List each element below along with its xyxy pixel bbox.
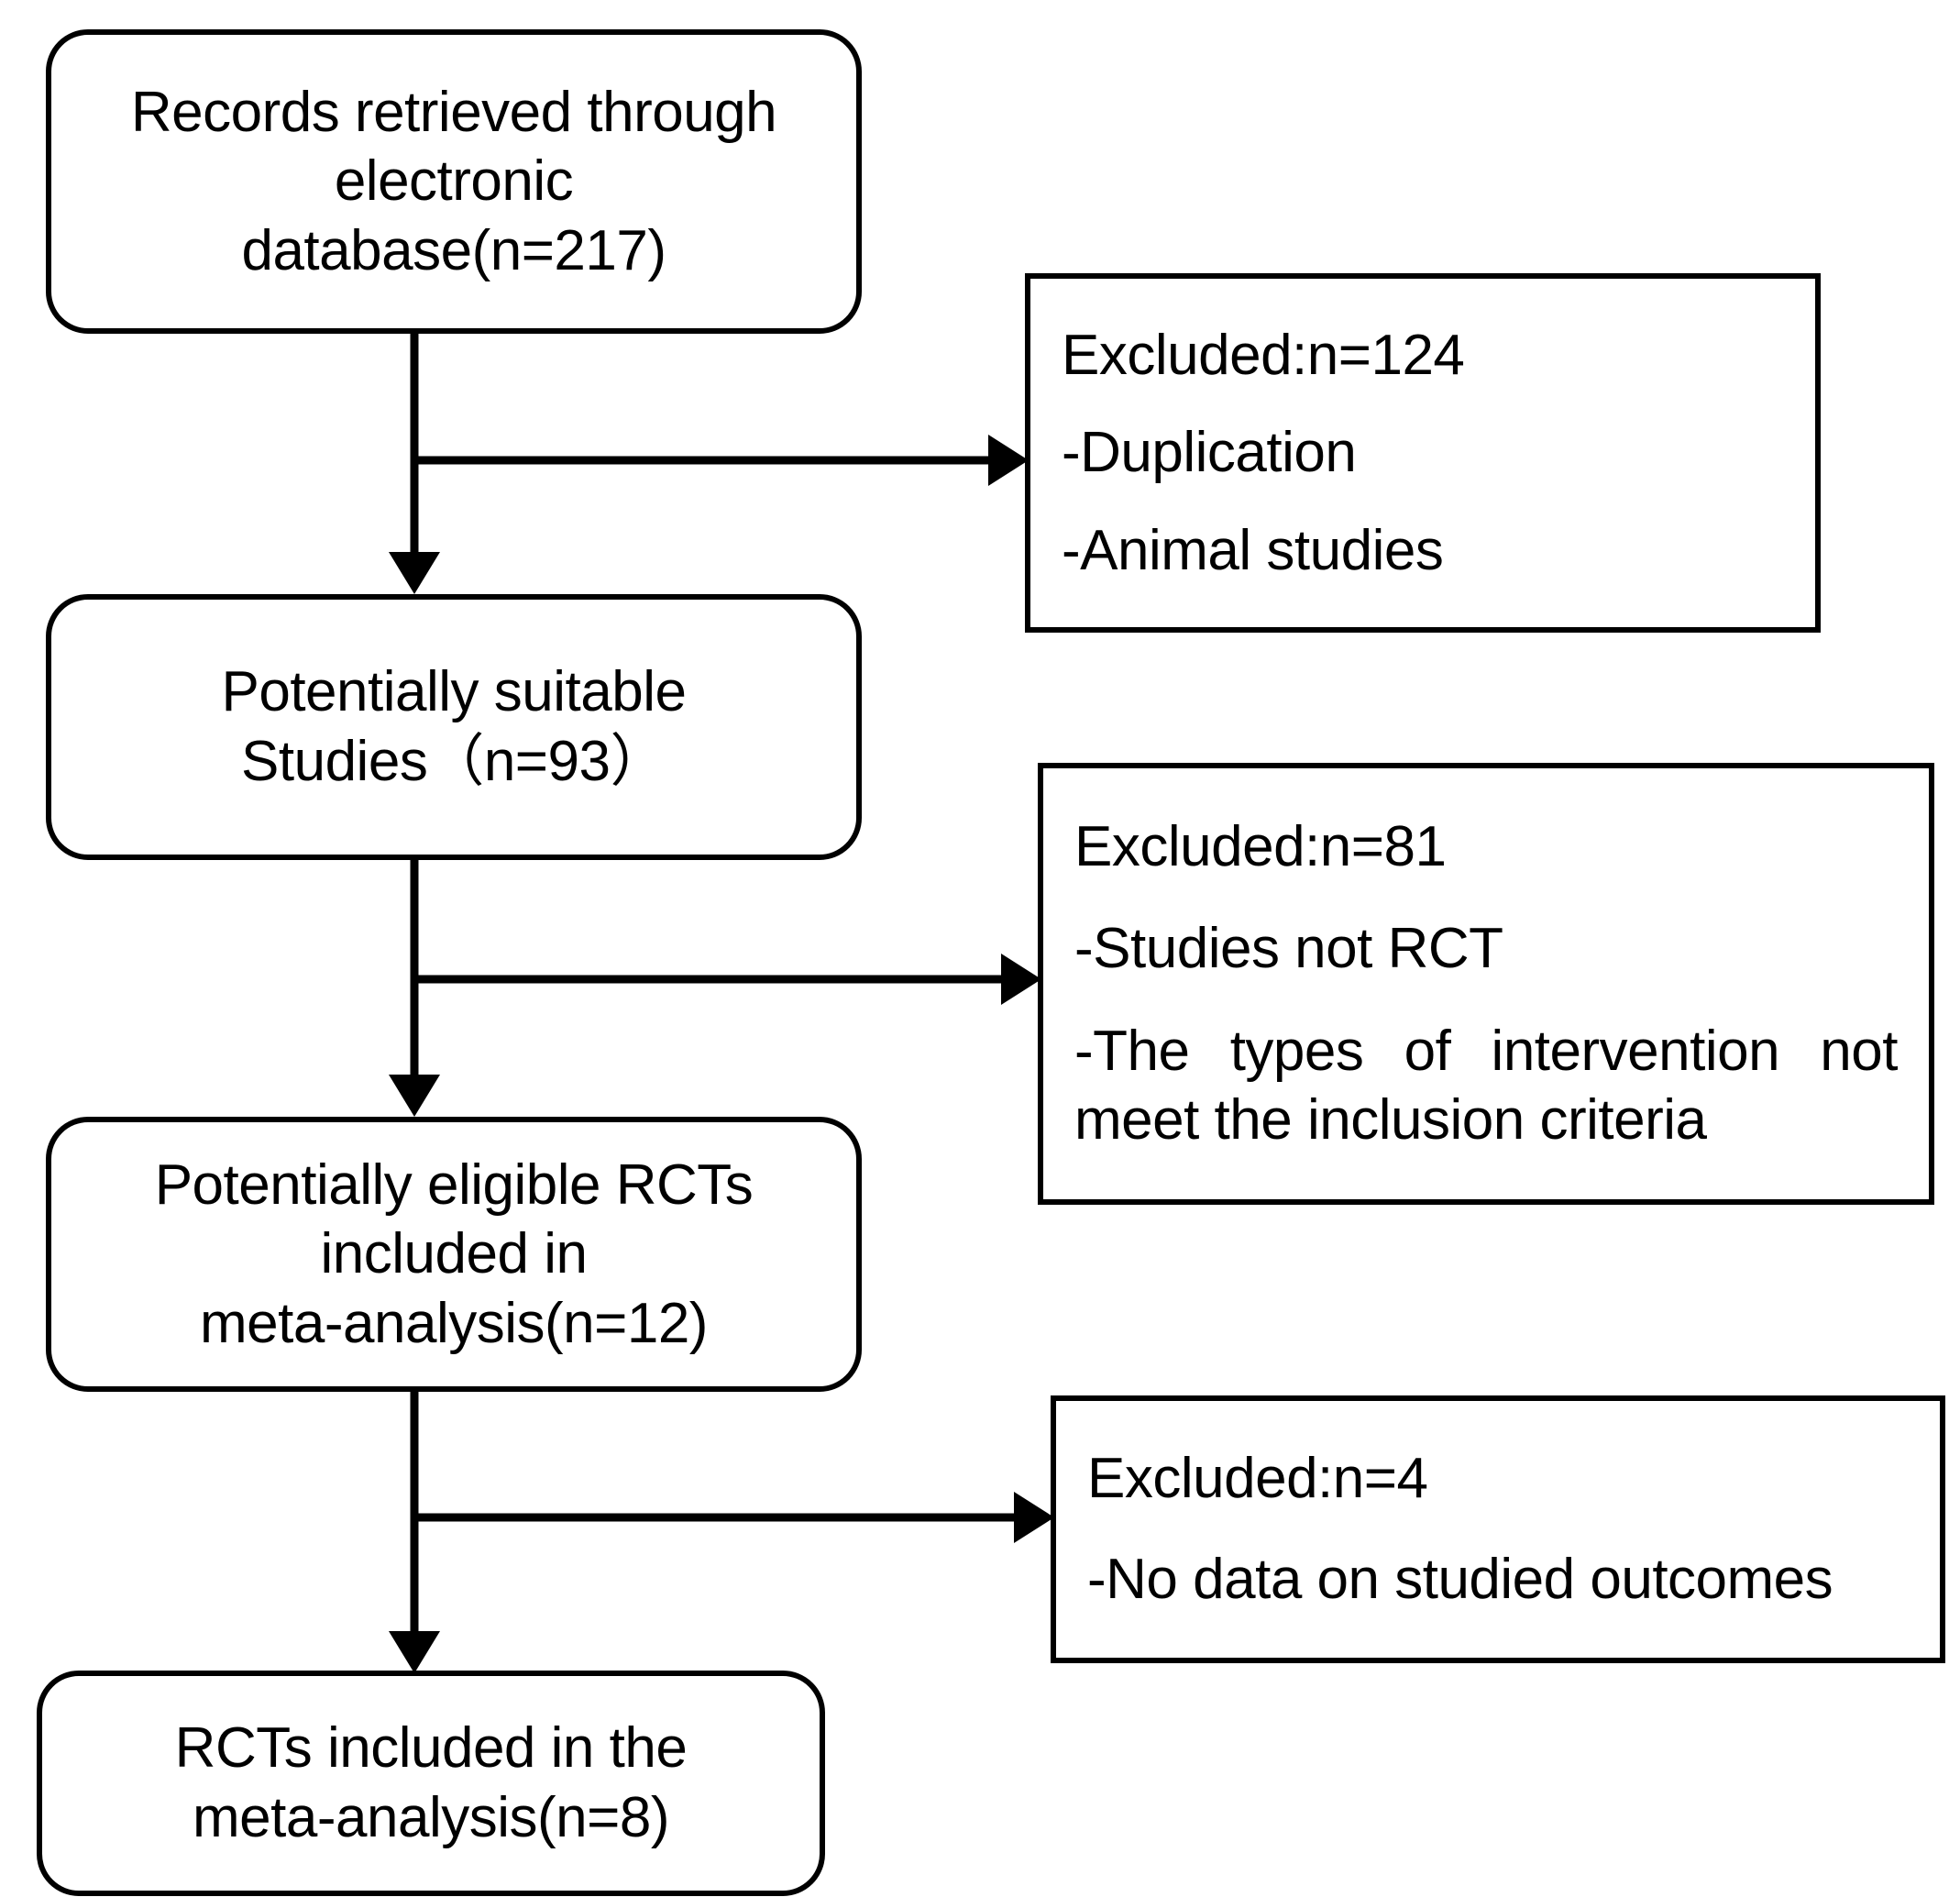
excluded-reason: -Studies not RCT <box>1074 917 1503 981</box>
flow-node-rcts-included: RCTs included in the meta-analysis(n=8) <box>37 1671 825 1896</box>
arrowhead-right-3 <box>1014 1492 1054 1543</box>
excluded-node-1: Excluded:n=124 -Duplication -Animal stud… <box>1025 273 1821 633</box>
connector-stage1-to-stage2 <box>389 334 440 594</box>
excluded-node-2: Excluded:n=81 -Studies not RCT -The type… <box>1038 763 1934 1205</box>
arrowhead-right-2 <box>1001 954 1041 1005</box>
flow-node-line: database(n=217) <box>241 218 666 282</box>
arrowhead-right-1 <box>988 435 1029 486</box>
excluded-reason: -Animal studies <box>1062 518 1444 582</box>
flow-node-potentially-eligible-rcts: Potentially eligible RCTs included in me… <box>46 1117 862 1392</box>
arrowhead-down-1 <box>389 552 440 594</box>
excluded-node-3: Excluded:n=4 -No data on studied outcome… <box>1051 1395 1945 1663</box>
connector-stage3-to-stage4 <box>389 1386 440 1673</box>
connector-stage1-to-excluded1 <box>414 435 1029 486</box>
excluded-heading: Excluded:n=81 <box>1074 814 1447 878</box>
excluded-heading: Excluded:n=124 <box>1062 323 1465 387</box>
flow-node-records-retrieved: Records retrieved through electronic dat… <box>46 29 862 334</box>
flow-node-line: meta-analysis(n=8) <box>193 1786 669 1849</box>
flow-node-line: Potentially eligible RCTs <box>154 1153 754 1217</box>
excluded-reason: -No data on studied outcomes <box>1087 1548 1833 1612</box>
connector-stage2-to-stage3 <box>389 860 440 1117</box>
arrowhead-down-3 <box>389 1631 440 1673</box>
flow-node-line: meta-analysis(n=12) <box>200 1291 708 1355</box>
flow-node-line: RCTs included in the <box>174 1716 688 1781</box>
excluded-heading: Excluded:n=4 <box>1087 1447 1428 1511</box>
excluded-reason: -The types of intervention not meet the … <box>1074 1019 1899 1153</box>
flow-node-line: Potentially suitable <box>221 660 687 724</box>
flow-node-line: included in <box>320 1222 588 1286</box>
flow-node-line: Studies（n=93） <box>241 730 666 793</box>
flow-node-line: Records retrieved through <box>130 80 777 144</box>
flow-node-line: electronic <box>334 149 574 214</box>
excluded-reason: -Duplication <box>1062 421 1357 485</box>
flow-node-potentially-suitable-studies: Potentially suitable Studies（n=93） <box>46 594 862 860</box>
connector-stage3-to-excluded3 <box>414 1492 1054 1543</box>
arrowhead-down-2 <box>389 1075 440 1117</box>
connector-stage2-to-excluded2 <box>414 954 1041 1005</box>
